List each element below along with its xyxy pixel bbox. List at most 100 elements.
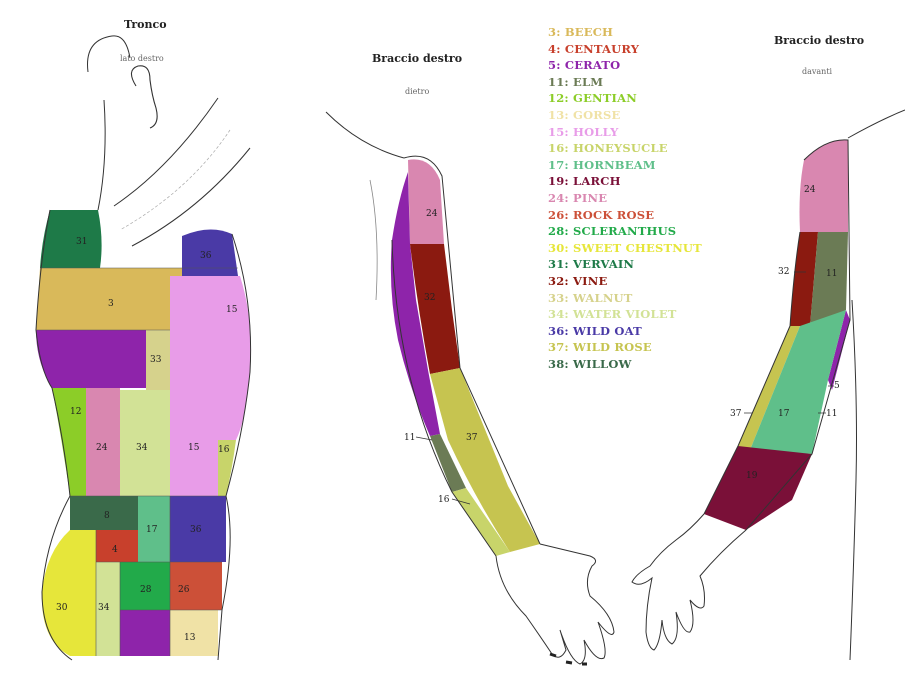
trunk-label: 13 (184, 633, 196, 643)
arm-front-subtitle: davanti (802, 67, 833, 76)
trunk-label: 4 (112, 545, 118, 555)
arm-back-region-16 (452, 488, 510, 556)
legend-item: 11: ELM (548, 74, 604, 89)
trunk-label: 34 (136, 443, 148, 453)
trunk-label: 36 (190, 525, 202, 535)
arm-back-region-32 (410, 244, 460, 374)
trunk-region-15 (170, 276, 251, 496)
arm-front-shoulder-outline (847, 109, 905, 139)
arm-back-shoulder-outline (325, 111, 405, 159)
arm-back-outline (391, 155, 541, 557)
trunk-label: 30 (56, 603, 68, 613)
arm-back-body-outline (369, 179, 378, 301)
legend-item: 4: CENTAURY (548, 41, 640, 56)
trunk-label: 15 (188, 443, 200, 453)
trunk-outline-right (217, 233, 252, 661)
arm-back-region-11 (430, 434, 466, 492)
trunk-region-34-mid (120, 390, 170, 496)
trunk-region-38 (70, 496, 138, 530)
legend-item: 16: HONEYSUCLE (548, 141, 668, 156)
shoulder-outline (113, 97, 219, 207)
trunk-region-31 (40, 210, 102, 268)
trunk-label: 12 (70, 407, 81, 417)
neck-outline (97, 99, 106, 211)
legend-item: 3: BEECH (548, 25, 614, 39)
trunk-region-16 (218, 440, 236, 496)
trunk-title: Tronco (124, 18, 167, 31)
trunk-region-33 (146, 330, 170, 390)
trunk-region-13 (170, 610, 218, 656)
trunk-region-borders (36, 267, 238, 656)
legend-item: 33: WALNUT (548, 290, 633, 305)
arm-back-region-37 (430, 368, 540, 552)
arm-front-leader-lines (744, 271, 834, 414)
arm-front-label: 19 (746, 471, 758, 481)
arm-front-label: 37 (730, 409, 742, 419)
trunk-region-5-low (120, 610, 170, 656)
legend-item: 26: ROCK ROSE (548, 207, 655, 222)
trunk-label: 34 (98, 603, 110, 613)
arm-band-outline (119, 129, 231, 231)
legend-item: 34: WATER VIOLET (548, 307, 677, 322)
arm-front-label: 5 (834, 381, 840, 391)
arm-front-region-24 (799, 139, 848, 232)
arm-front-label: 32 (778, 267, 789, 277)
legend-item: 32: VINE (548, 273, 608, 288)
legend-item: 31: VERVAIN (548, 257, 635, 272)
legend-item: 19: LARCH (548, 174, 621, 189)
legend-item: 36: WILD OAT (548, 323, 642, 338)
arm-back-label: 32 (424, 293, 435, 303)
trunk-label: 28 (140, 585, 152, 595)
arm-front-region-19 (704, 446, 812, 530)
ear-outline (130, 65, 158, 129)
arm-back-region-5 (390, 172, 440, 436)
trunk-label: 31 (76, 237, 87, 247)
trunk-label: 8 (104, 511, 110, 521)
arm-back-label: 16 (438, 495, 450, 505)
arm-back-fingernails (549, 652, 587, 666)
trunk-outline (35, 209, 73, 661)
legend-item: 5: CERATO (548, 58, 621, 73)
arm-front-body-outline (849, 299, 857, 661)
trunk-label: 16 (218, 445, 230, 455)
trunk-region-36-lower (170, 496, 226, 562)
trunk-figure: 31 36 3 15 33 12 24 34 15 16 8 17 36 4 3… (35, 35, 252, 661)
arm-back-region-24 (408, 159, 444, 244)
trunk-region-5 (36, 330, 146, 388)
arm-front-region-37 (738, 326, 800, 450)
arm-back-subtitle: dietro (405, 87, 430, 96)
arm-back-figure: 24 32 37 11 16 (325, 111, 615, 666)
trunk-label: 26 (178, 585, 190, 595)
head-outline (87, 35, 131, 73)
arm-back-hand-outline (495, 543, 615, 665)
trunk-label: 17 (146, 525, 158, 535)
trunk-label: 24 (96, 443, 108, 453)
trunk-region-12 (52, 388, 86, 496)
trunk-region-30 (41, 530, 96, 656)
legend-item: 15: HOLLY (548, 124, 619, 139)
trunk-label: 3 (108, 299, 114, 309)
arm-back-labels: 24 32 37 11 16 (404, 209, 478, 505)
arm-front-label: 17 (778, 409, 790, 419)
legend-item: 30: SWEET CHESTNUT (548, 240, 702, 255)
legend-item: 28: SCLERANTHUS (548, 224, 677, 239)
trunk-region-36-upper (182, 229, 238, 276)
legend-item: 37: WILD ROSE (548, 340, 652, 355)
trunk-region-3 (36, 268, 182, 330)
arm-back-label: 37 (466, 433, 478, 443)
arm-front-region-5 (828, 310, 850, 390)
arm-front-region-11 (810, 232, 848, 326)
legend-item: 13: GORSE (548, 107, 621, 122)
trunk-region-34-low (96, 562, 120, 656)
trunk-region-24 (86, 388, 120, 496)
trunk-region-4 (96, 530, 138, 562)
arm-front-title: Braccio destro (774, 34, 865, 47)
arm-front-labels: 24 32 11 5 37 17 11 19 (730, 185, 840, 481)
arm-front-region-17 (750, 310, 846, 454)
arm-back-leader-lines (415, 436, 471, 505)
arm-front-hand-outline (631, 513, 747, 651)
upper-arm-outline (131, 147, 251, 247)
arm-back-title: Braccio destro (372, 52, 463, 65)
